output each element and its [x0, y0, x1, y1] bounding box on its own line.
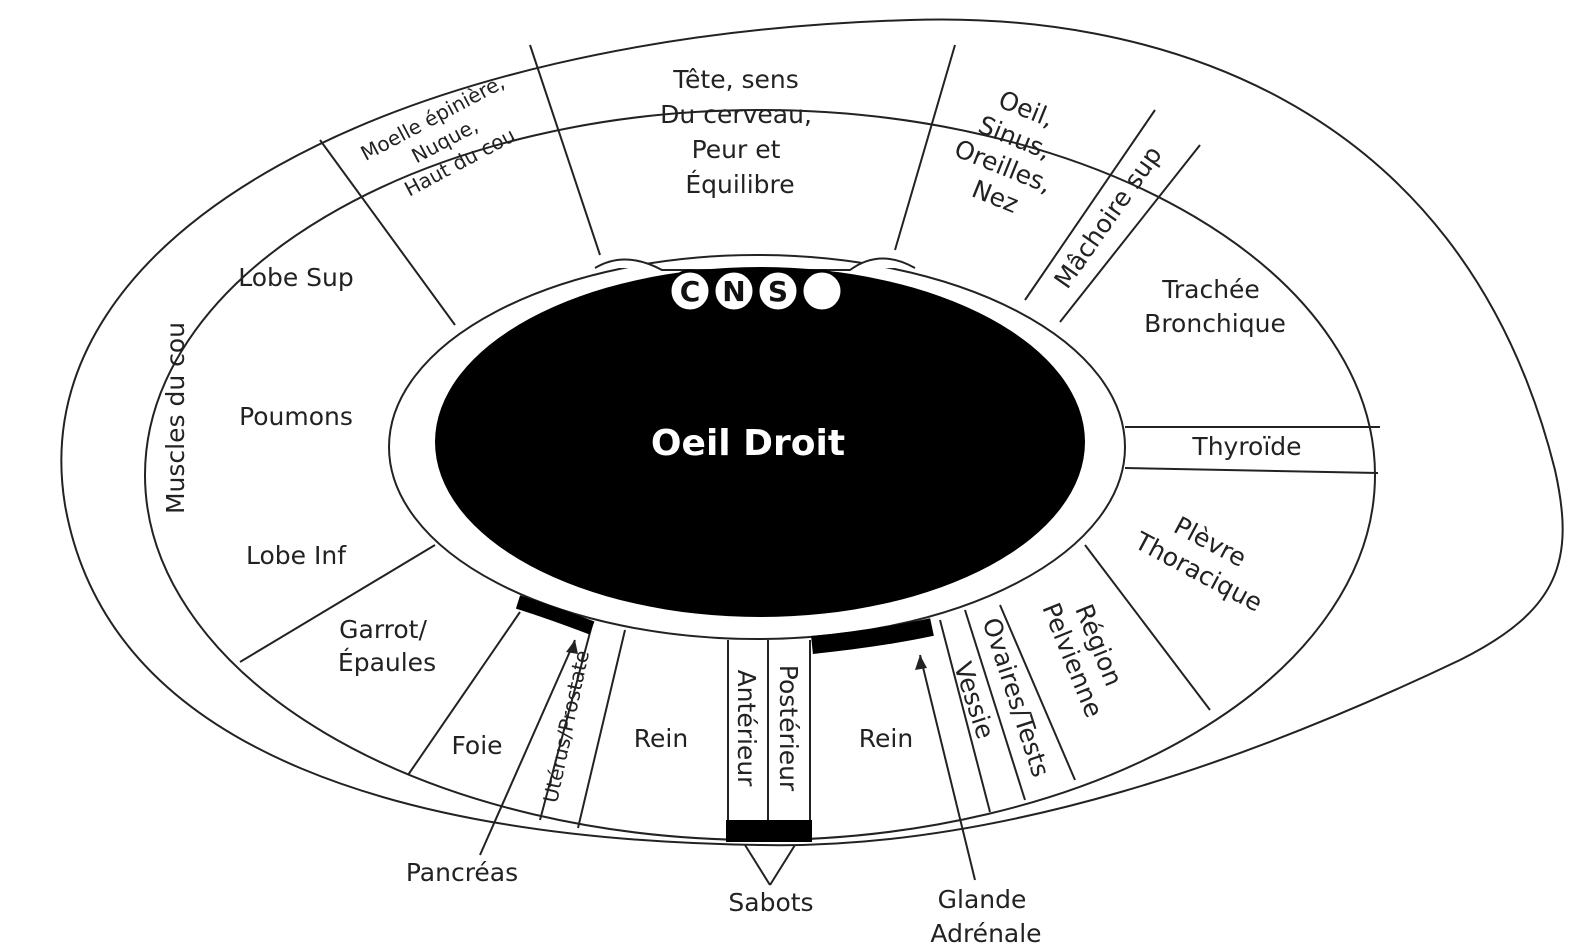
zone-trachee: Trachée Bronchique	[1144, 275, 1286, 338]
zone-rein-gauche: Rein	[634, 724, 688, 753]
zone-thyroide: Thyroïde	[1191, 432, 1301, 461]
hooves-bar	[726, 820, 812, 842]
cns-circle-empty	[802, 271, 842, 311]
zone-oeil: Oeil, Sinus, Oreilles, Nez	[939, 76, 1087, 230]
zone-posterieur: Postérieur	[774, 665, 803, 792]
zone-moelle: Moelle épinière, Nuque, Haut du cou	[357, 67, 539, 212]
zone-region: Région Pelvienne	[1036, 587, 1136, 721]
zone-uterus: Utérus/Prostate	[538, 648, 594, 805]
zone-machoire: Mâchoire sup	[1048, 141, 1167, 294]
diagram-title: Oeil Droit	[651, 423, 845, 464]
zone-plevre: Plèvre Thoracique	[1129, 498, 1282, 618]
zone-rein-droit: Rein	[859, 724, 913, 753]
cns-letter-c: C	[680, 275, 701, 308]
cns-letter-s: S	[768, 275, 788, 308]
zone-muscles: Muscles du cou	[161, 322, 190, 514]
callout-glande: Glande Adrénale	[930, 885, 1041, 948]
callout-sabots: Sabots	[728, 888, 813, 917]
cns-letter-n: N	[722, 275, 745, 308]
zone-lobe-inf: Lobe Inf	[246, 541, 347, 570]
zone-tete: Tête, sens Du cerveau, Peur et Équilibre	[660, 65, 820, 199]
callout-pancreas: Pancréas	[406, 858, 518, 887]
zone-garrot: Garrot/ Épaules	[338, 615, 436, 677]
zone-lobe-sup: Lobe Sup	[238, 263, 354, 292]
zone-anterieur: Antérieur	[732, 670, 761, 788]
zone-foie: Foie	[451, 731, 502, 760]
zone-poumons: Poumons	[239, 402, 353, 431]
